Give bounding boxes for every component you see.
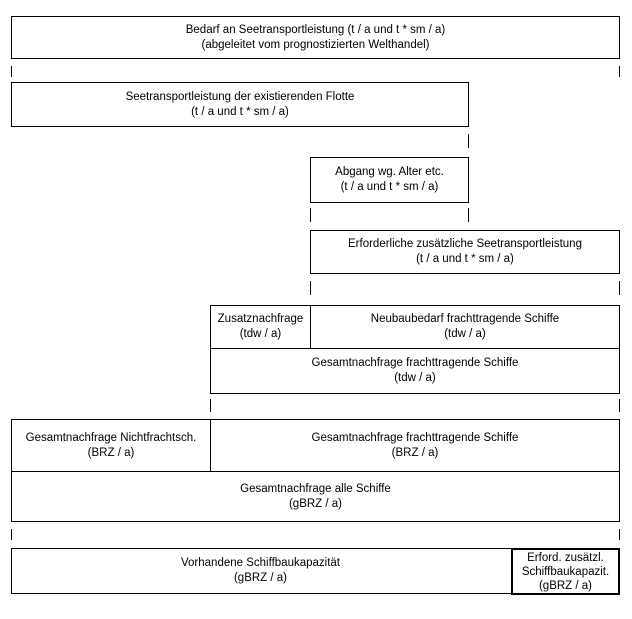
box-line: (gBRZ / a) (233, 572, 288, 584)
connector-tick (619, 399, 620, 412)
box-bedarf-seetransportleistung: Bedarf an Seetransportleistung (t / a un… (11, 16, 620, 59)
box-gesamtnachfrage-nichtfrachtschiffe: Gesamtnachfrage Nichtfrachtsch. (BRZ / a… (11, 419, 211, 472)
box-zusatznachfrage: Zusatznachfrage (tdw / a) (210, 305, 311, 349)
box-line: Schiffbaukapazit. (521, 565, 610, 578)
box-line: (gBRZ / a) (288, 497, 343, 510)
connector-tick (468, 208, 469, 222)
box-line: (t / a und t * sm / a) (340, 181, 439, 193)
box-line: Abgang wg. Alter etc. (335, 166, 444, 178)
box-line: (BRZ / a) (87, 446, 135, 459)
box-erforderliche-zusaetzliche-schiffbaukapazitaet: Erford. zusätzl. Schiffbaukapazit. (gBRZ… (511, 548, 620, 595)
connector-tick (468, 134, 469, 148)
connector-tick (210, 399, 211, 412)
box-line: (t / a und t * sm / a) (416, 253, 514, 265)
connector-tick (310, 281, 311, 295)
box-line: (gBRZ / a) (538, 579, 593, 592)
box-line: Erforderliche zusätzliche Seetransportle… (348, 238, 582, 250)
connector-tick (11, 66, 12, 77)
box-gesamtnachfrage-alle-schiffe: Gesamtnachfrage alle Schiffe (gBRZ / a) (11, 471, 620, 522)
box-line: Erford. zusätzl. (527, 551, 604, 564)
box-line: (tdw / a) (444, 328, 486, 340)
connector-tick (310, 208, 311, 222)
box-gesamtnachfrage-frachttragend-brz: Gesamtnachfrage frachttragende Schiffe (… (210, 419, 620, 472)
box-line: Neubaubedarf frachttragende Schiffe (370, 313, 560, 325)
box-line: Gesamtnachfrage alle Schiffe (240, 482, 391, 495)
box-line: Zusatznachfrage (217, 313, 304, 325)
box-erforderliche-zusaetzliche-leistung: Erforderliche zusätzliche Seetransportle… (310, 230, 620, 274)
box-line: Seetransportleistung der existierenden F… (125, 90, 355, 103)
connector-tick (619, 66, 620, 77)
box-neubaubedarf: Neubaubedarf frachttragende Schiffe (tdw… (310, 305, 620, 349)
connector-tick (619, 281, 620, 295)
box-abgang: Abgang wg. Alter etc. (t / a und t * sm … (310, 157, 469, 203)
box-line: Gesamtnachfrage frachttragende Schiffe (311, 357, 519, 369)
box-gesamtnachfrage-frachttragend-tdw: Gesamtnachfrage frachttragende Schiffe (… (210, 348, 620, 394)
box-line: Gesamtnachfrage frachttragende Schiffe (311, 431, 519, 444)
box-line: (tdw / a) (239, 328, 282, 340)
connector-tick (11, 529, 12, 540)
connector-tick (619, 529, 620, 540)
box-line: (tdw / a) (394, 372, 436, 384)
box-line: Bedarf an Seetransportleistung (t / a un… (185, 23, 446, 36)
box-line: Gesamtnachfrage Nichtfrachtsch. (25, 431, 197, 444)
box-line: (t / a und t * sm / a) (191, 105, 289, 118)
box-line: (BRZ / a) (391, 446, 439, 459)
box-line: Vorhandene Schiffbaukapazität (181, 557, 340, 569)
box-existierende-flotte: Seetransportleistung der existierenden F… (11, 82, 469, 127)
box-line: (abgeleitet vom prognostizierten Welthan… (201, 38, 430, 51)
